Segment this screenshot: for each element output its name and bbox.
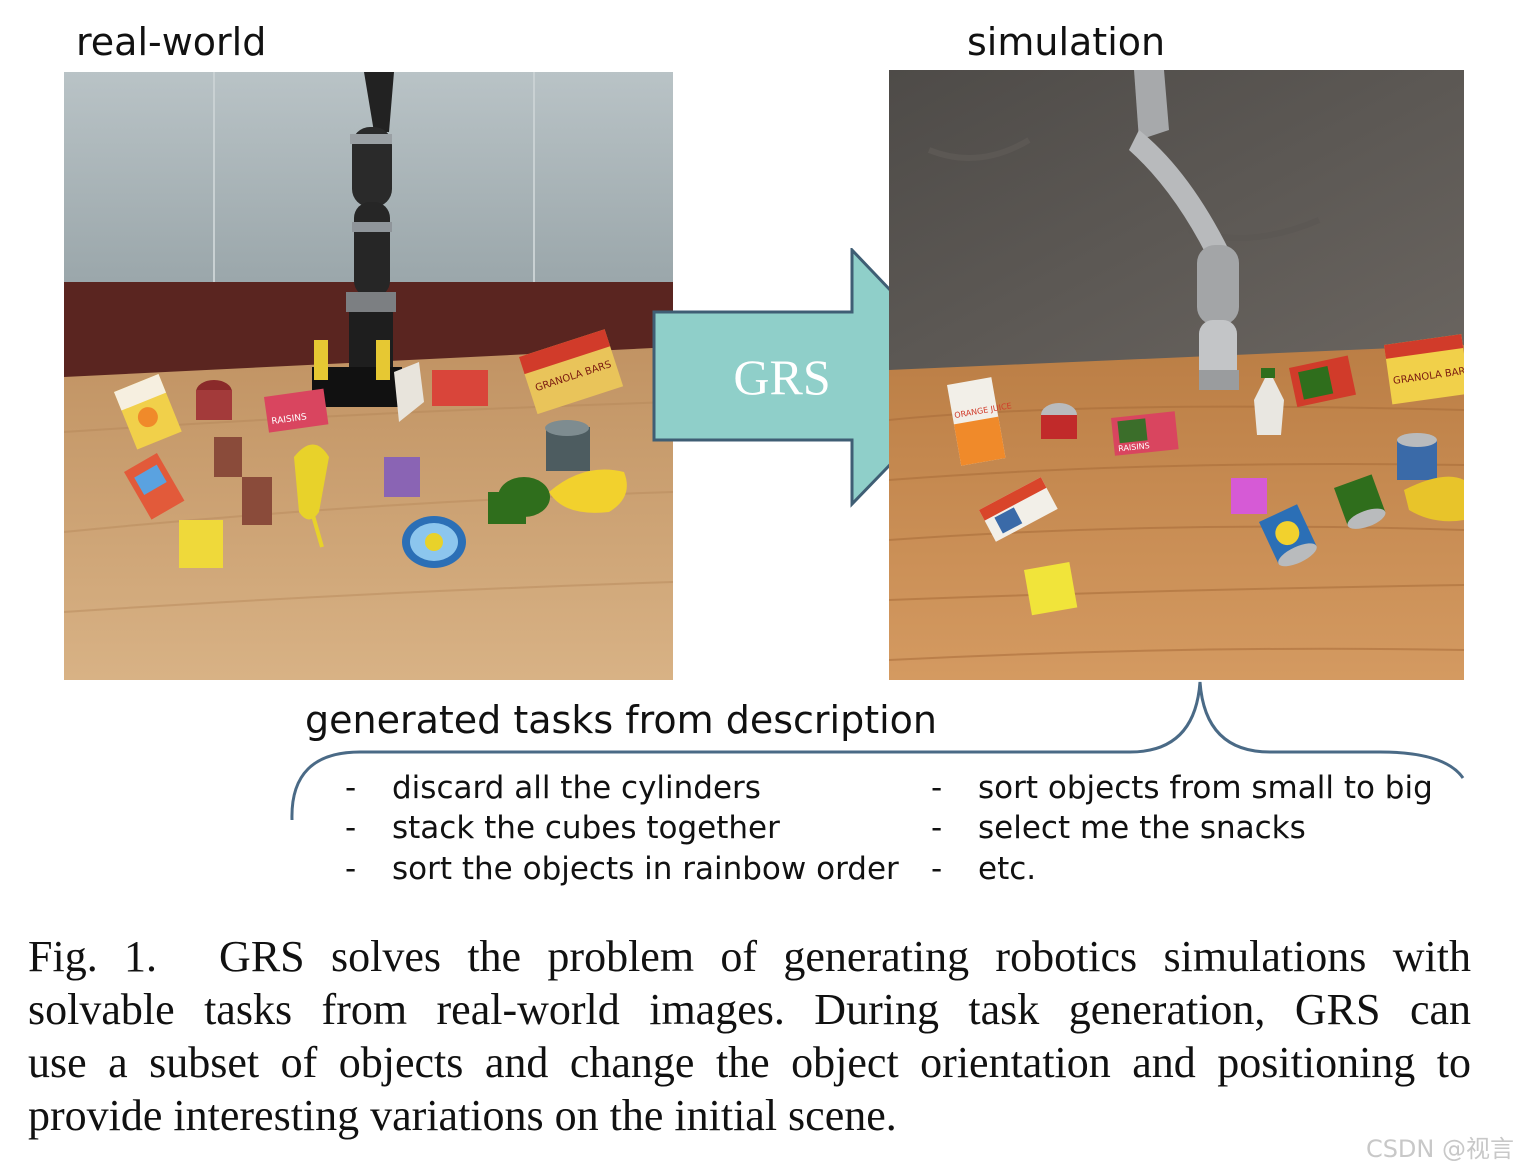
watermark: CSDN @视言: [1365, 1135, 1514, 1163]
real-raisins-text: RAISINS: [271, 412, 308, 427]
real-world-photo: RAISINS GRANOLA BARS: [64, 72, 673, 680]
sim-raisins-text: RAISINS: [1118, 441, 1150, 453]
bullet-dash: -: [345, 851, 357, 887]
task-item: select me the snacks: [978, 810, 1306, 846]
caption-prefix: Fig. 1.: [28, 932, 158, 981]
figure-caption: Fig. 1. GRS solves the problem of generat…: [28, 930, 1471, 1142]
caption-line-3: use a subset of objects and change the o…: [28, 1038, 1471, 1087]
simulation-scene: ORANGE JUICE RAISINS GRANOLA BARS: [889, 70, 1464, 680]
real-objects: RAISINS GRANOLA BARS: [114, 329, 627, 568]
simulation-label: simulation: [967, 20, 1166, 64]
task-item: etc.: [978, 851, 1037, 887]
task-item: sort objects from small to big: [978, 770, 1433, 806]
real-world-label: real-world: [76, 20, 267, 64]
sim-objects: ORANGE JUICE RAISINS GRANOLA BARS: [947, 334, 1464, 616]
caption-line-2: solvable tasks from real-world images. D…: [28, 985, 1471, 1034]
task-item: stack the cubes together: [392, 810, 780, 846]
robot-arm: [312, 72, 402, 407]
grs-arrow-label: GRS: [733, 349, 830, 405]
bullet-dash: -: [931, 770, 943, 806]
bullet-dash: -: [931, 851, 943, 887]
bullet-dash: -: [345, 770, 357, 806]
simulation-render: ORANGE JUICE RAISINS GRANOLA BARS: [889, 70, 1464, 680]
task-item: discard all the cylinders: [392, 770, 761, 806]
caption-line-1: Fig. 1. GRS solves the problem of generat…: [28, 930, 1471, 983]
caption-line-1-text: GRS solves the problem of generating rob…: [219, 932, 1471, 981]
sim-robot-arm: [1129, 70, 1239, 390]
task-item: sort the objects in rainbow order: [392, 851, 899, 887]
tasks-title: generated tasks from description: [305, 698, 938, 742]
bullet-dash: -: [931, 810, 943, 846]
real-world-scene: RAISINS GRANOLA BARS: [64, 72, 673, 680]
bullet-dash: -: [345, 810, 357, 846]
caption-line-4: provide interesting variations on the in…: [28, 1091, 897, 1140]
